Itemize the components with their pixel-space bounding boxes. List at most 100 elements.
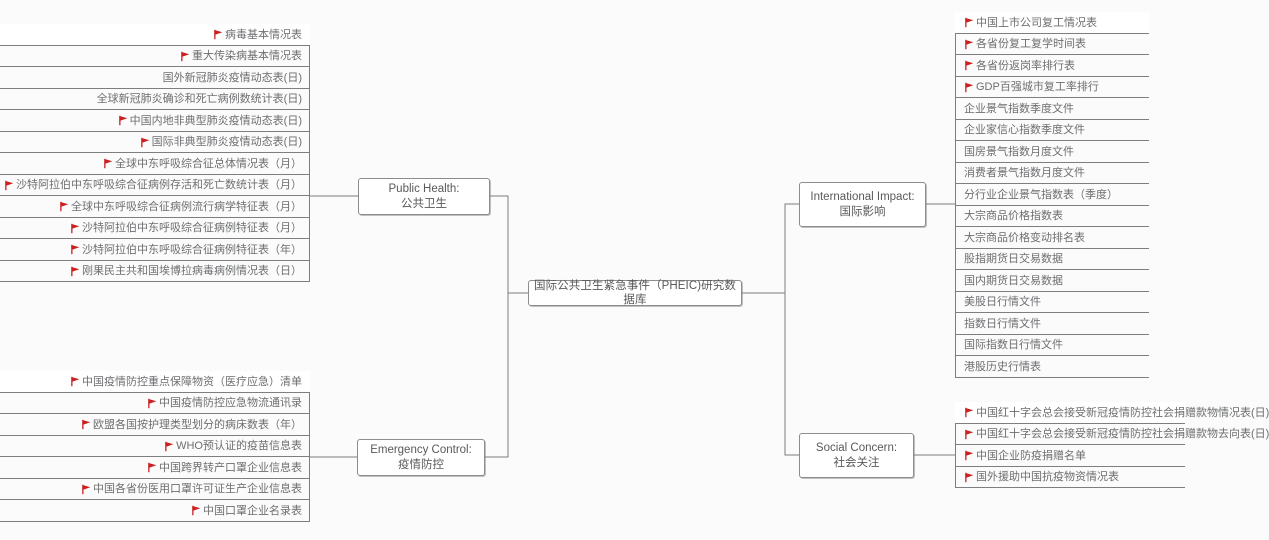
leaf-item-label: 重大传染病基本情况表: [192, 50, 302, 63]
category-emergency-control[interactable]: Emergency Control: 疫情防控: [357, 439, 485, 476]
leaf-item-label: 企业景气指数季度文件: [964, 102, 1074, 115]
leaf-item-label: 病毒基本情况表: [225, 28, 302, 41]
branch-public-health: 病毒基本情况表重大传染病基本情况表国外新冠肺炎疫情动态表(日) 全球新冠肺炎确诊和…: [0, 24, 311, 282]
leaf-item-label: 国际非典型肺炎疫情动态表(日): [151, 136, 302, 149]
leaf-item-label: 中国企业防疫捐赠名单: [976, 449, 1086, 462]
flag-icon: [180, 51, 191, 62]
leaf-item-label: 全球中东呼吸综合征病例流行病学特征表（月）: [71, 200, 302, 213]
flag-icon: [964, 60, 975, 71]
leaf-item[interactable]: 病毒基本情况表: [0, 24, 310, 46]
leaf-item[interactable]: 股指期货日交易数据: [955, 249, 1149, 270]
leaf-item[interactable]: 企业家信心指数季度文件: [955, 120, 1149, 141]
flag-icon: [103, 158, 114, 169]
leaf-item[interactable]: 各省份返岗率排行表: [955, 55, 1149, 77]
category-label-en: Emergency Control:: [370, 444, 472, 457]
category-label-en: Social Concern:: [815, 442, 898, 455]
category-public-health[interactable]: Public Health: 公共卫生: [358, 178, 490, 215]
flag-icon: [70, 266, 81, 277]
leaf-item-label: 大宗商品价格变动排名表: [964, 231, 1085, 244]
center-node-label: 国际公共卫生紧急事件（PHEIC)研究数据库: [534, 279, 736, 306]
leaf-item[interactable]: 国内期货日交易数据: [955, 270, 1149, 292]
category-social-concern[interactable]: Social Concern: 社会关注: [799, 433, 914, 478]
leaf-item[interactable]: 国际非典型肺炎疫情动态表(日): [0, 132, 310, 153]
leaf-item[interactable]: 重大传染病基本情况表: [0, 46, 310, 67]
leaf-item[interactable]: WHO预认证的疫苗信息表: [0, 436, 310, 457]
leaf-item-label: 国房景气指数月度文件: [964, 145, 1074, 158]
leaf-item[interactable]: 中国上市公司复工情况表: [955, 12, 1149, 34]
leaf-item-label: 沙特阿拉伯中东呼吸综合征病例特征表（年）: [82, 243, 302, 256]
leaf-item[interactable]: 全球中东呼吸综合征总体情况表（月）: [0, 153, 310, 175]
leaf-item[interactable]: 中国口罩企业名录表: [0, 500, 310, 522]
leaf-item-label: 刚果民主共和国埃博拉病毒病例情况表（日）: [82, 265, 302, 278]
leaf-item[interactable]: 中国疫情防控应急物流通讯录: [0, 393, 310, 414]
leaf-item[interactable]: 沙特阿拉伯中东呼吸综合征病例特征表（月）: [0, 218, 310, 239]
leaf-item-label: 中国内地非典型肺炎疫情动态表(日): [129, 114, 302, 127]
branch-spine: [955, 33, 957, 378]
leaf-item-label: 分行业企业景气指数表（季度）: [964, 188, 1118, 201]
leaf-item[interactable]: 欧盟各国按护理类型划分的病床数表（年）: [0, 414, 310, 436]
leaf-item[interactable]: 分行业企业景气指数表（季度）: [955, 184, 1149, 206]
flag-icon: [964, 407, 975, 418]
leaf-item[interactable]: 中国内地非典型肺炎疫情动态表(日): [0, 110, 310, 132]
leaf-item[interactable]: 国外新冠肺炎疫情动态表(日): [0, 67, 310, 89]
center-node[interactable]: 国际公共卫生紧急事件（PHEIC)研究数据库: [528, 280, 742, 306]
leaf-item[interactable]: 各省份复工复学时间表: [955, 34, 1149, 55]
leaf-item[interactable]: 美股日行情文件: [955, 292, 1149, 313]
branch-spine: [955, 423, 957, 488]
leaf-item[interactable]: 沙特阿拉伯中东呼吸综合征病例特征表（年）: [0, 239, 310, 261]
leaf-item-label: WHO预认证的疫苗信息表: [176, 440, 302, 453]
leaf-item-label: 沙特阿拉伯中东呼吸综合征病例特征表（月）: [82, 222, 302, 235]
leaf-item-label: 股指期货日交易数据: [964, 253, 1063, 266]
leaf-item[interactable]: 中国疫情防控重点保障物资（医疗应急）清单: [0, 371, 310, 393]
leaf-item-label: 中国跨界转产口罩企业信息表: [159, 461, 302, 474]
leaf-item-label: 大宗商品价格指数表: [964, 210, 1063, 223]
leaf-item-label: 全球中东呼吸综合征总体情况表（月）: [115, 157, 302, 170]
flag-icon: [147, 462, 158, 473]
leaf-item-label: GDP百强城市复工率排行: [976, 81, 1099, 94]
flag-icon: [140, 137, 151, 148]
flag-icon: [964, 429, 975, 440]
leaf-item[interactable]: 刚果民主共和国埃博拉病毒病例情况表（日）: [0, 261, 310, 282]
leaf-item[interactable]: 港股历史行情表: [955, 356, 1149, 378]
leaf-item-label: 港股历史行情表: [964, 360, 1041, 373]
branch-international-impact: 中国上市公司复工情况表各省份复工复学时间表各省份返岗率排行表 GDP百强城市复工率…: [955, 12, 1149, 378]
leaf-item[interactable]: 企业景气指数季度文件: [955, 98, 1149, 120]
category-label-en: International Impact:: [810, 191, 915, 204]
leaf-item[interactable]: 大宗商品价格指数表: [955, 206, 1149, 227]
leaf-item[interactable]: 中国跨界转产口罩企业信息表: [0, 457, 310, 479]
leaf-item[interactable]: 中国红十字会总会接受新冠疫情防控社会捐赠款物去向表(日): [955, 424, 1269, 445]
leaf-item[interactable]: 中国各省份医用口罩许可证生产企业信息表: [0, 479, 310, 500]
flag-icon: [70, 376, 81, 387]
leaf-item-label: 欧盟各国按护理类型划分的病床数表（年）: [93, 418, 302, 431]
category-label-zh: 疫情防控: [398, 458, 444, 471]
leaf-item[interactable]: 国际指数日行情文件: [955, 335, 1149, 356]
leaf-item[interactable]: 中国企业防疫捐赠名单: [955, 445, 1185, 467]
flag-icon: [964, 39, 975, 50]
leaf-item-label: 企业家信心指数季度文件: [964, 124, 1085, 137]
flag-icon: [118, 115, 129, 126]
flag-icon: [70, 223, 81, 234]
leaf-item-label: 国外援助中国抗疫物资情况表: [976, 471, 1119, 484]
flag-icon: [164, 441, 175, 452]
category-international-impact[interactable]: International Impact: 国际影响: [799, 182, 926, 227]
leaf-item[interactable]: GDP百强城市复工率排行: [955, 77, 1149, 98]
leaf-item[interactable]: 全球中东呼吸综合征病例流行病学特征表（月）: [0, 196, 310, 218]
leaf-item-label: 国外新冠肺炎疫情动态表(日): [162, 71, 302, 84]
leaf-item-label: 中国红十字会总会接受新冠疫情防控社会捐赠款物去向表(日): [976, 428, 1269, 441]
leaf-item-label: 美股日行情文件: [964, 296, 1041, 309]
category-label-zh: 国际影响: [839, 205, 886, 218]
leaf-item-label: 中国各省份医用口罩许可证生产企业信息表: [93, 483, 302, 496]
leaf-item[interactable]: 中国红十字会总会接受新冠疫情防控社会捐赠款物情况表(日): [955, 402, 1269, 424]
leaf-item[interactable]: 大宗商品价格变动排名表: [955, 227, 1149, 249]
flag-icon: [81, 419, 92, 430]
flag-icon: [964, 450, 975, 461]
leaf-item[interactable]: 国外援助中国抗疫物资情况表: [955, 467, 1185, 488]
leaf-item[interactable]: 国房景气指数月度文件: [955, 141, 1149, 163]
leaf-item[interactable]: 消费者景气指数月度文件: [955, 163, 1149, 184]
leaf-item[interactable]: 指数日行情文件: [955, 313, 1149, 335]
leaf-item[interactable]: 沙特阿拉伯中东呼吸综合征病例存活和死亡数统计表（月）: [0, 175, 310, 196]
leaf-item-label: 各省份复工复学时间表: [976, 38, 1086, 51]
leaf-item-label: 各省份返岗率排行表: [976, 59, 1075, 72]
leaf-item[interactable]: 全球新冠肺炎确诊和死亡病例数统计表(日): [0, 89, 310, 110]
